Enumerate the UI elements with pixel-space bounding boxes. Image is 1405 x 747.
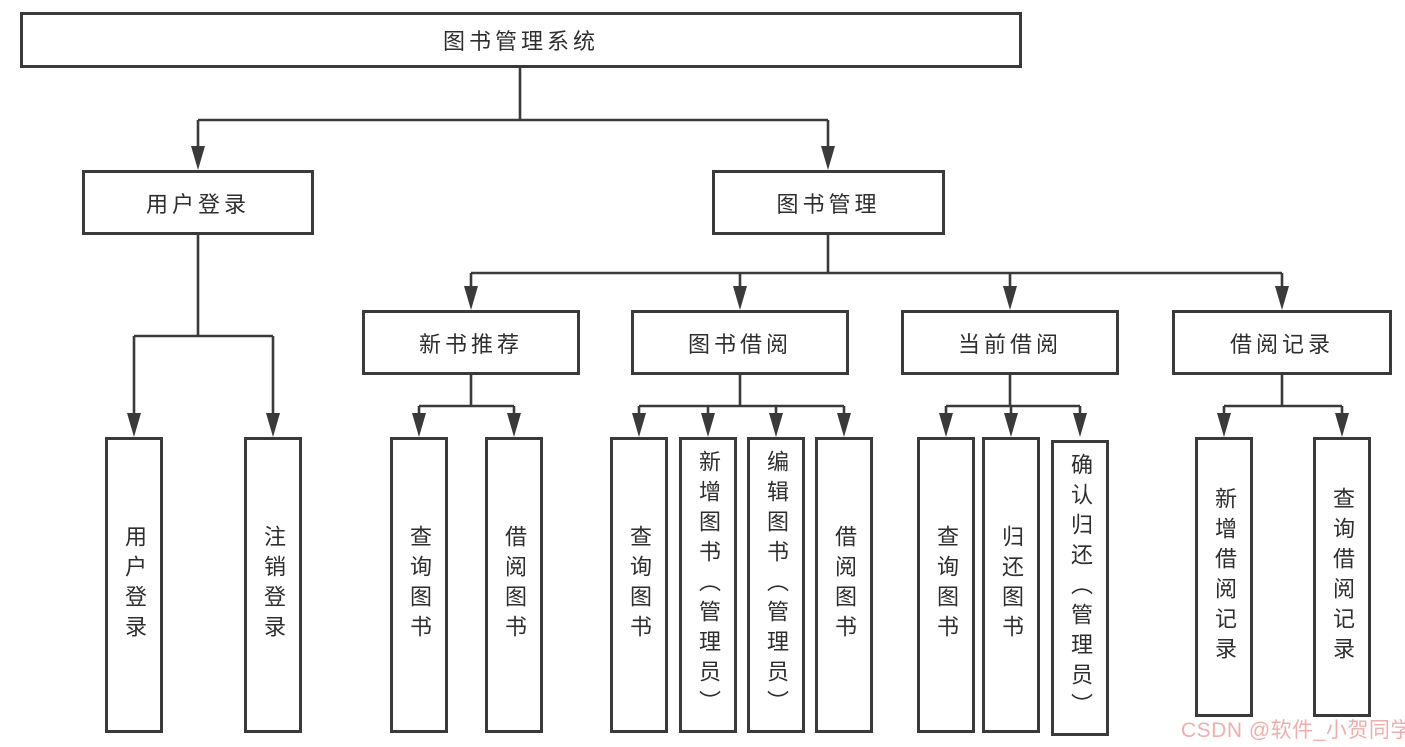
leaf-confirm-return-admin: 确认归还（管理员） — [1051, 440, 1109, 736]
leaf-user-login: 用户登录 — [105, 437, 163, 733]
watermark: CSDN @软件_小贺同学 — [1181, 719, 1405, 742]
node-book-management: 图书管理 — [712, 170, 945, 235]
leaf-add-books-admin: 新增图书（管理员） — [679, 437, 737, 733]
leaf-logout: 注销登录 — [244, 437, 302, 733]
leaf-query-borrow-record: 查询借阅记录 — [1313, 437, 1371, 717]
node-new-book-recommendation: 新书推荐 — [362, 310, 580, 375]
leaf-return-books: 归还图书 — [982, 437, 1040, 733]
node-current-borrowing: 当前借阅 — [901, 310, 1119, 375]
leaf-query-books: 查询图书 — [917, 437, 975, 733]
leaf-borrow-books: 借阅图书 — [815, 437, 873, 733]
leaf-borrow-books: 借阅图书 — [485, 437, 543, 733]
node-borrowing-records: 借阅记录 — [1172, 310, 1392, 375]
leaf-query-books: 查询图书 — [610, 437, 668, 733]
leaf-add-borrow-record: 新增借阅记录 — [1195, 437, 1253, 717]
leaf-edit-books-admin: 编辑图书（管理员） — [747, 437, 805, 733]
node-user-login: 用户登录 — [82, 170, 314, 235]
node-library-management-system: 图书管理系统 — [20, 12, 1022, 68]
leaf-query-books: 查询图书 — [390, 437, 448, 733]
node-book-borrowing: 图书借阅 — [631, 310, 849, 375]
